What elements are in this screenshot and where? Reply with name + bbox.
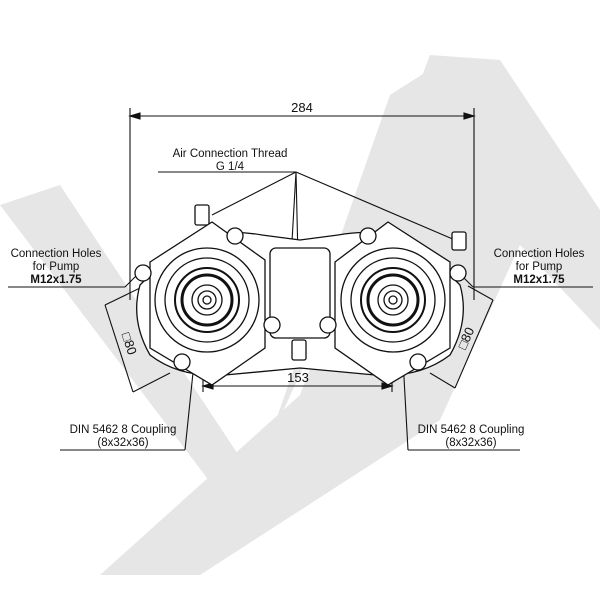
connection-holes-left-line2: for Pump (32, 261, 80, 273)
center-distance-label: 153 (287, 370, 309, 385)
left-square-dimension (104, 287, 171, 393)
air-connection-label: Air Connection Thread G 1/4 (160, 148, 300, 174)
right-square-dimension (429, 285, 494, 389)
air-connection-title: Air Connection Thread (172, 148, 288, 160)
coupling-right-line1: DIN 5462 8 Coupling (417, 424, 525, 436)
coupling-right-label: DIN 5462 8 Coupling (8x32x36) (410, 424, 532, 450)
connection-holes-right-line2: for Pump (515, 261, 563, 273)
connection-holes-left-line1: Connection Holes (10, 248, 102, 260)
right-flange (319, 221, 467, 386)
air-connection-thread: G 1/4 (215, 161, 245, 173)
connection-holes-leaders (8, 271, 593, 288)
overall-width-dimension (128, 108, 476, 300)
overall-width-label: 284 (291, 100, 313, 115)
coupling-left-label: DIN 5462 8 Coupling (8x32x36) (62, 424, 184, 450)
connection-holes-right-line1: Connection Holes (493, 248, 585, 260)
left-square-label: □80 (119, 331, 140, 357)
coupling-right-line2: (8x32x36) (445, 437, 497, 449)
connection-holes-right-label: Connection Holes for Pump M12x1.75 (486, 248, 592, 287)
left-flange (134, 221, 281, 386)
connection-holes-left-thread: M12x1.75 (30, 274, 82, 286)
connection-holes-right-thread: M12x1.75 (513, 274, 565, 286)
connection-holes-left-label: Connection Holes for Pump M12x1.75 (4, 248, 108, 287)
coupling-left-line1: DIN 5462 8 Coupling (69, 424, 177, 436)
coupling-left-line2: (8x32x36) (97, 437, 149, 449)
